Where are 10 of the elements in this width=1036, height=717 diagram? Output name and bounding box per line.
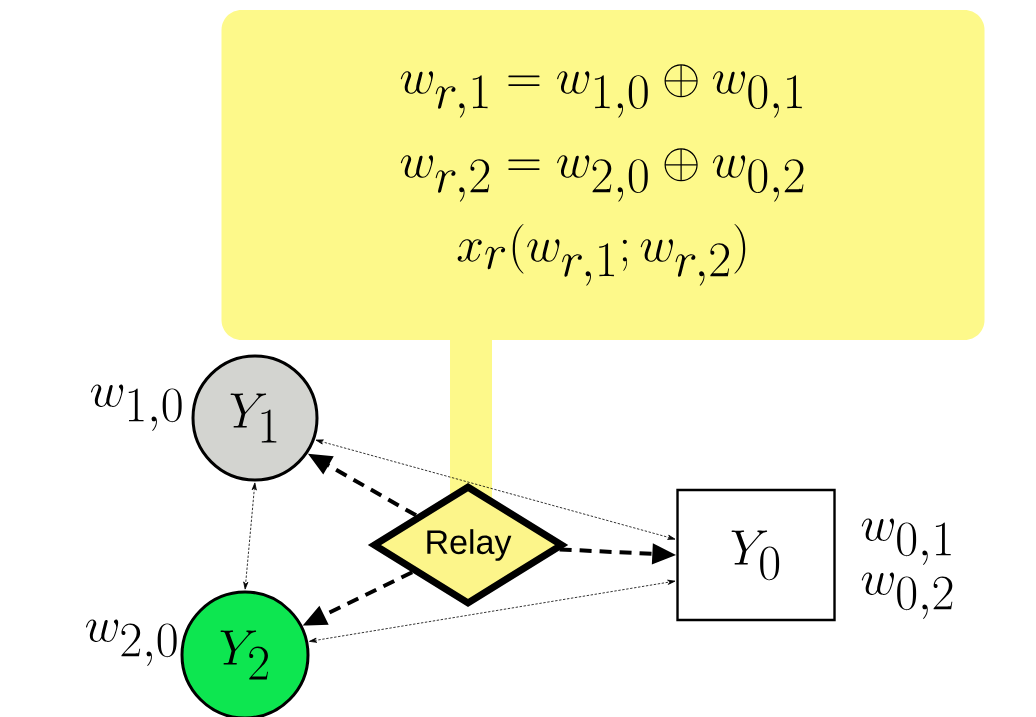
arrow bbox=[243, 482, 257, 590]
arrow bbox=[309, 579, 676, 643]
node-label: $w_{0,2}$ bbox=[861, 572, 953, 619]
node-label: $w_{0,1}$ bbox=[861, 518, 951, 565]
node-label: $w_{1,0}$ bbox=[90, 384, 182, 431]
node-label: $w_{2,0}$ bbox=[85, 619, 177, 666]
circle-node: $Y_1$ bbox=[191, 354, 319, 482]
process-box: $Y_0$ bbox=[676, 488, 836, 622]
circle-node: $Y_2$ bbox=[180, 590, 310, 717]
arrow bbox=[315, 439, 676, 540]
